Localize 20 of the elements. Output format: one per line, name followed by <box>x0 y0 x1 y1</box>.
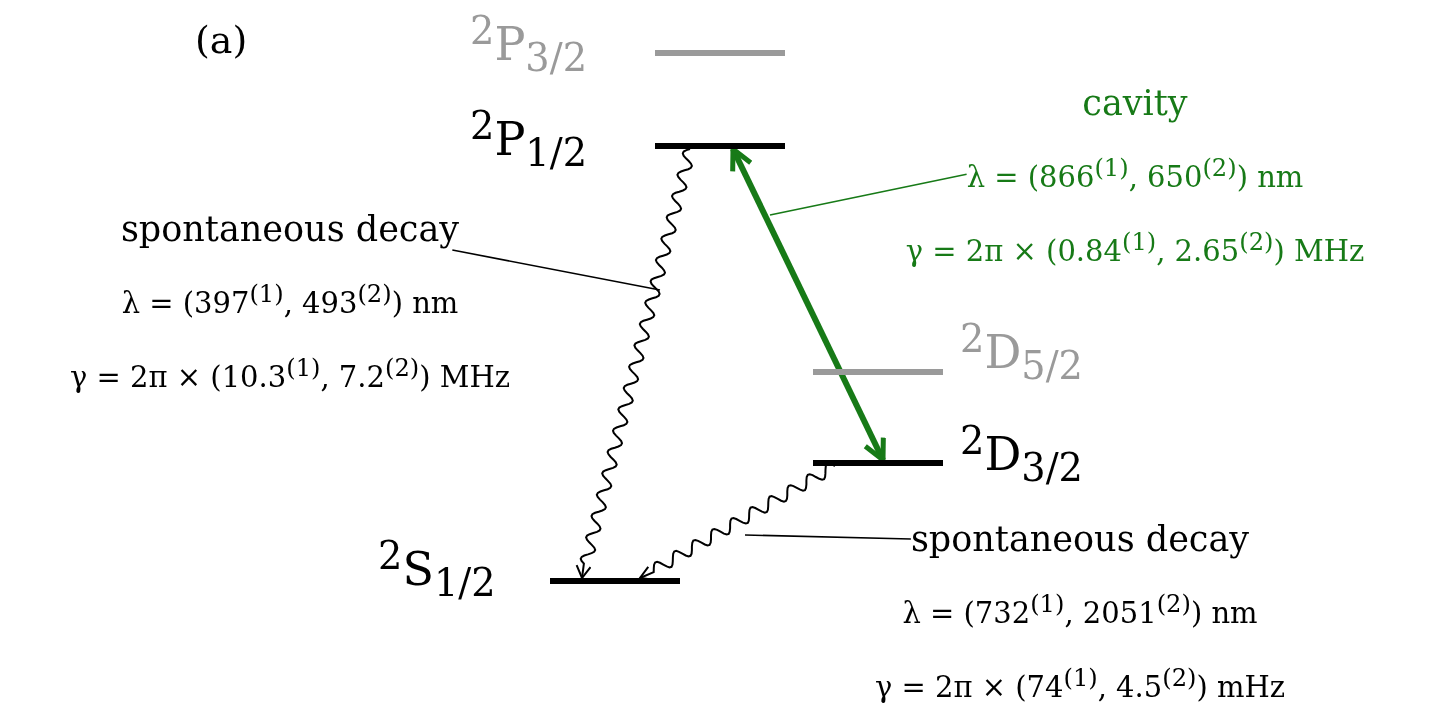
annotation-heading: cavity <box>1082 82 1188 124</box>
annotation-heading: spontaneous decay <box>910 518 1250 560</box>
annotation-heading: spontaneous decay <box>120 208 460 250</box>
wavy-arrow <box>575 148 693 579</box>
formula-text: γ = 2π × (0.84$^{(1)}$, 2.65$^{(2)}$) MHz <box>905 228 1365 269</box>
panel-label: (a) <box>195 18 248 62</box>
double-arrow <box>730 146 886 463</box>
level-label: $^{2}$P$_{1/2}$ <box>470 105 588 174</box>
level-label: $^{2}$S$_{1/2}$ <box>378 535 496 604</box>
level-label: $^{2}$D$_{5/2}$ <box>960 318 1083 387</box>
level-label: $^{2}$D$_{3/2}$ <box>960 420 1083 489</box>
leader-line <box>451 249 661 291</box>
formula-text: γ = 2π × (74$^{(1)}$, 4.5$^{(2)}$) mHz <box>874 664 1286 705</box>
formula-text: λ = (732$^{(1)}$, 2051$^{(2)}$) nm <box>902 590 1258 631</box>
leader-line <box>744 534 912 540</box>
level-label: $^{2}$P$_{3/2}$ <box>470 10 588 79</box>
leader-line <box>769 173 968 216</box>
formula-text: λ = (397$^{(1)}$, 493$^{(2)}$) nm <box>121 280 459 321</box>
formula-text: λ = (866$^{(1)}$, 650$^{(2)}$) nm <box>966 154 1304 195</box>
formula-text: γ = 2π × (10.3$^{(1)}$, 7.2$^{(2)}$) MHz <box>70 354 510 395</box>
